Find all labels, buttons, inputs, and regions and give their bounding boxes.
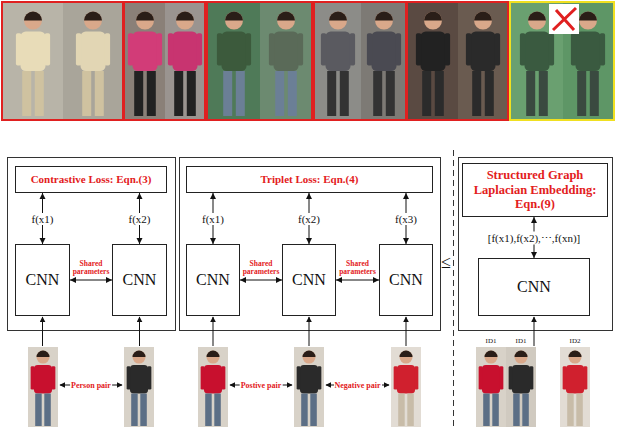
cnn-box: CNN xyxy=(15,244,70,316)
shared-params-label: Shared parameters xyxy=(70,260,112,277)
cnn-label: CNN xyxy=(389,271,423,289)
feature-label: f(x2) xyxy=(297,213,321,225)
loss-box: Contrastive Loss: Eqn.(3) xyxy=(15,166,167,193)
dashed-divider xyxy=(453,150,454,428)
pair-label: Postive pair xyxy=(240,381,283,390)
feature-label: f(x1) xyxy=(31,213,55,225)
loss-box: Triplet Loss: Eqn.(4) xyxy=(186,166,433,193)
feature-label: [f(x1),f(x2),⋯,f(xn)] xyxy=(487,231,582,244)
connector xyxy=(70,277,112,283)
shared-params-label: Shared parameters xyxy=(240,260,282,277)
shared-params-label: Shared parameters xyxy=(337,260,379,277)
cnn-label: CNN xyxy=(123,271,157,289)
cnn-box: CNN xyxy=(282,244,336,316)
photo-strip xyxy=(2,2,614,120)
relation-symbol: ≤ xyxy=(440,252,452,273)
loss-title: Contrastive Loss: Eqn.(3) xyxy=(31,173,152,186)
pair-label: Negative pair xyxy=(334,381,382,390)
cnn-box: CNN xyxy=(478,258,590,316)
cnn-box: CNN xyxy=(112,244,167,316)
pair-label: ID1 xyxy=(515,337,528,345)
feature-label: f(x1) xyxy=(201,213,225,225)
loss-box: Structured Graph Laplacian Embedding: Eq… xyxy=(462,163,608,217)
loss-title: Structured Graph Laplacian Embedding: Eq… xyxy=(467,168,603,211)
connector xyxy=(336,277,379,283)
cnn-label: CNN xyxy=(196,271,230,289)
pair-label: ID2 xyxy=(569,337,582,345)
input-photos xyxy=(28,347,590,427)
input-arrows xyxy=(43,317,535,385)
cnn-box: CNN xyxy=(379,244,433,316)
loss-title: Triplet Loss: Eqn.(4) xyxy=(261,173,359,186)
feature-label: f(x3) xyxy=(394,213,418,225)
cnn-label: CNN xyxy=(292,271,326,289)
cnn-label: CNN xyxy=(517,278,551,296)
connector xyxy=(240,277,282,283)
pair-label: Person pair xyxy=(70,381,112,390)
panel-frames xyxy=(8,158,613,331)
cnn-label: CNN xyxy=(26,271,60,289)
cnn-box: CNN xyxy=(186,244,240,316)
pair-label: ID1 xyxy=(485,337,498,345)
feature-label: f(x2) xyxy=(128,213,152,225)
